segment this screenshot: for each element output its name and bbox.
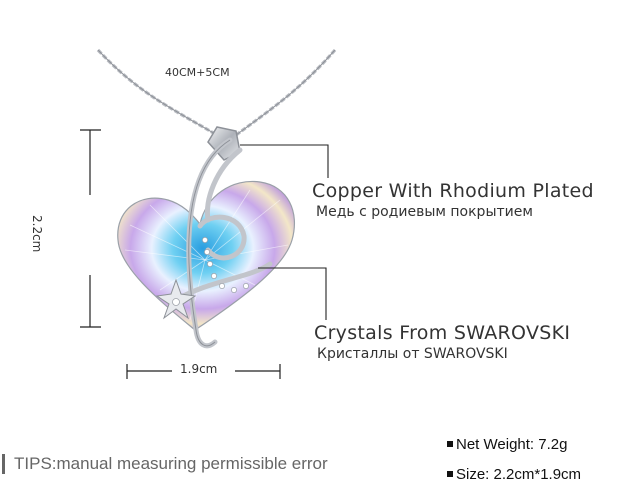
callout-crystals-subtitle: Кристаллы от SWAROVSKI [317,346,508,362]
callout-leaders [240,144,329,320]
callout-material-title: Copper With Rhodium Plated [312,180,594,202]
tips-bar [2,454,5,474]
height-dimension [80,129,101,328]
callout-material: Copper With Rhodium Plated Медь с родиев… [312,180,594,220]
bullet-square-icon [447,471,453,478]
height-label: 2.2cm [30,215,44,253]
callout-crystals-title: Crystals From SWAROVSKI [314,322,571,344]
callout-crystals: Crystals From SWAROVSKI Кристаллы от SWA… [314,322,570,362]
spec-net-weight: Net Weight: 7.2g [447,436,567,453]
tips-note: TIPS:manual measuring permissible error [0,452,328,476]
width-dimension [126,364,281,379]
bullet-square-icon [447,441,453,448]
chain-length-label: 40CM+5CM [165,66,230,79]
spec-size-text: Size: 2.2cm*1.9cm [456,466,582,483]
spec-size: Size: 2.2cm*1.9cm [447,466,581,483]
width-label: 1.9cm [180,362,218,376]
rhinestones [202,237,249,293]
chain [96,48,337,140]
spec-net-weight-text: Net Weight: 7.2g [456,436,568,453]
callout-material-subtitle: Медь с родиевым покрытием [316,204,533,220]
tips-text: TIPS:manual measuring permissible error [14,454,328,473]
